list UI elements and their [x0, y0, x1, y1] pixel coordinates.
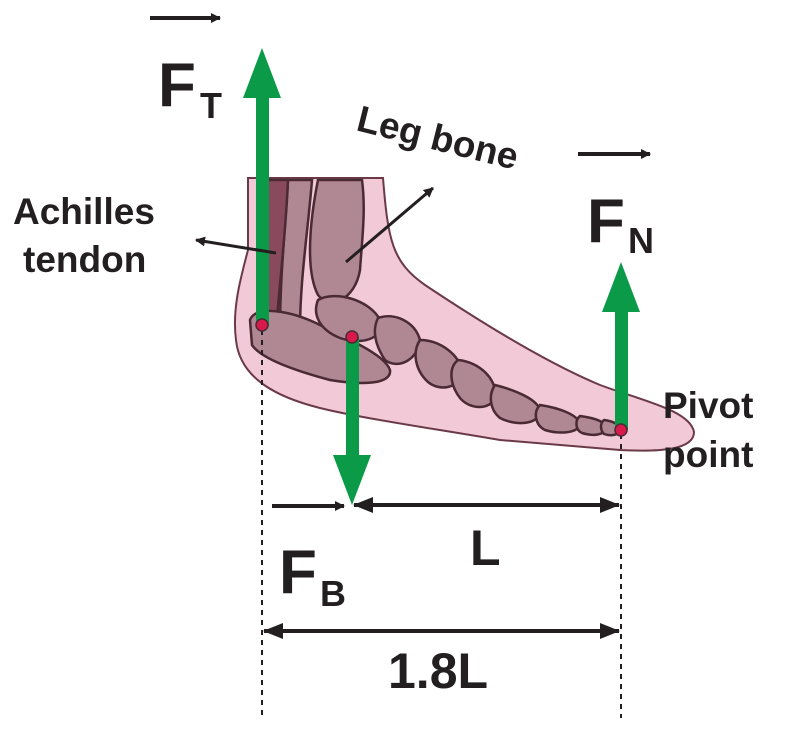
tendon-attachment-point: [255, 318, 269, 332]
force-symbol-normal: F: [587, 187, 625, 256]
force-subscript-normal: N: [628, 220, 654, 261]
pivot-label-line1: Pivot: [663, 385, 753, 426]
metatarsal-3: [489, 383, 542, 425]
achilles-tendon-label: Achilles tendon: [13, 191, 277, 280]
dimension-short-label: L: [470, 520, 501, 576]
force-symbol-tension: F: [158, 51, 196, 120]
metatarsal-2: [450, 358, 497, 409]
pivot-point-dot: [614, 423, 628, 437]
leg-bone-label-text: Leg bone: [353, 98, 522, 178]
navicular-bone: [373, 315, 422, 366]
force-symbol-bone: F: [279, 538, 317, 607]
achilles-label-line1: Achilles: [13, 191, 155, 232]
talus-bone: [314, 294, 382, 343]
force-subscript-tension: T: [200, 85, 222, 126]
force-label-bone: F B: [272, 501, 346, 614]
pivot-point-label: Pivot point: [663, 385, 753, 475]
force-arrow-bone: [333, 337, 371, 505]
pivot-label-line2: point: [663, 434, 753, 475]
force-label-tension: F T: [150, 13, 222, 126]
phalanx-2: [575, 414, 608, 437]
force-arrow-normal: [602, 262, 640, 430]
dimension-long-label: 1.8L: [388, 643, 488, 699]
dimension-short: L: [353, 497, 620, 576]
force-arrow-tension: [243, 48, 281, 326]
phalanx-1: [534, 403, 582, 434]
force-subscript-bone: B: [320, 573, 346, 614]
achilles-label-line2: tendon: [23, 239, 146, 280]
tibia-bone: [308, 178, 365, 304]
bone-contact-point: [345, 330, 359, 344]
force-label-normal: F N: [578, 149, 654, 261]
dimension-long: 1.8L: [263, 623, 620, 699]
